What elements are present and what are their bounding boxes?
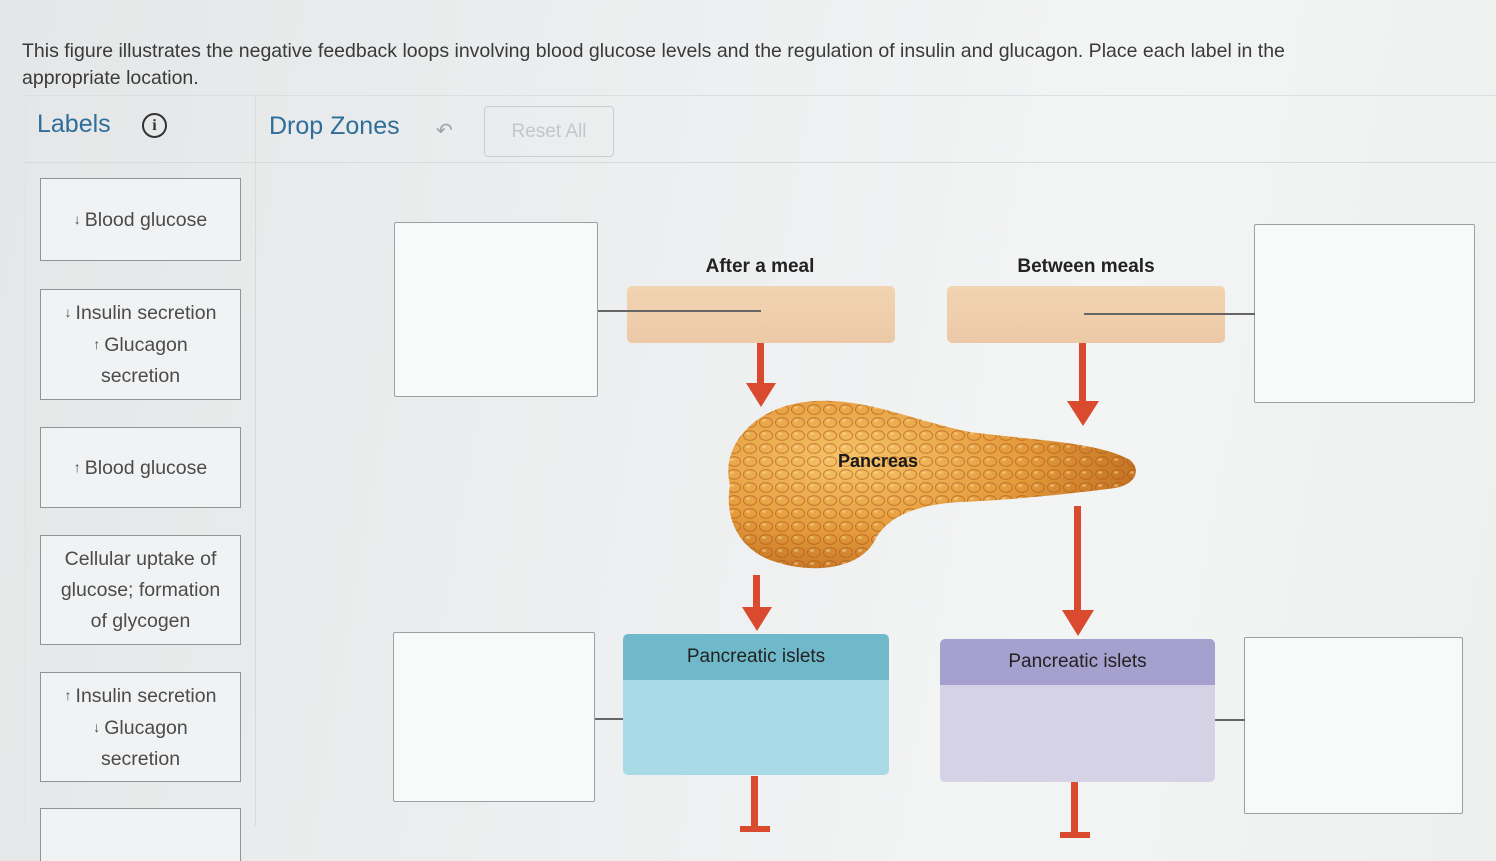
reset-all-button[interactable]: Reset All: [484, 106, 614, 157]
drop-zone-bottom-left[interactable]: [393, 632, 595, 802]
label-card-insulin-up-glucagon-down[interactable]: ↑Insulin secretion ↓Glucagon secretion: [40, 672, 241, 782]
label-card-blood-glucose-up[interactable]: ↑Blood glucose: [40, 427, 241, 508]
up-arrow-icon: ↑: [64, 686, 72, 703]
down-arrow-icon: ↓: [64, 304, 72, 320]
up-arrow-icon: ↑: [73, 458, 81, 475]
down-arrow-icon: ↓: [93, 718, 101, 735]
label-text: Glucagon: [104, 334, 188, 356]
label-text: secretion: [100, 365, 181, 387]
info-icon[interactable]: i: [142, 113, 167, 138]
drop-zone-top-left[interactable]: [394, 222, 598, 397]
islets-body: [623, 680, 889, 775]
blood-glucose-bar-left: [627, 286, 895, 343]
label-text: Insulin secretion: [75, 302, 217, 324]
label-card-cellular-uptake[interactable]: Cellular uptake of glucose; formation of…: [40, 535, 241, 645]
undo-icon[interactable]: ↶: [436, 120, 453, 142]
output-arrow-icon: [1060, 782, 1090, 838]
connector-line: [598, 310, 761, 312]
labels-column: [24, 96, 256, 826]
blood-glucose-bar-right: [947, 286, 1225, 343]
down-arrow-icon: ↓: [73, 210, 81, 227]
between-meals-heading: Between meals: [1017, 256, 1155, 277]
down-arrow-icon: [742, 575, 772, 631]
pancreas-label: Pancreas: [838, 451, 919, 471]
labels-heading: Labels: [37, 110, 111, 138]
label-text: Insulin secretion: [75, 684, 217, 707]
label-text: Cellular uptake of: [64, 547, 217, 570]
down-arrow-icon: [1067, 343, 1099, 426]
label-text: Glucagon: [104, 716, 188, 739]
label-card-insulin-down-glucagon-up[interactable]: ↓Insulin secretion ↑Glucagon secretion: [40, 289, 241, 400]
label-card-blood-glucose-down[interactable]: ↓Blood glucose: [40, 178, 241, 261]
after-meal-heading: After a meal: [705, 256, 815, 277]
output-arrow-icon: [740, 776, 770, 832]
down-arrow-icon: [1062, 506, 1094, 636]
label-text: secretion: [100, 747, 181, 770]
islets-label: Pancreatic islets: [623, 634, 889, 680]
label-text: of glycogen: [90, 609, 191, 632]
instructions-text: This figure illustrates the negative fee…: [22, 40, 1285, 89]
up-arrow-icon: ↑: [93, 336, 101, 352]
drop-zone-top-right[interactable]: [1254, 224, 1475, 403]
down-arrow-icon: [746, 343, 776, 407]
islets-body: [940, 685, 1215, 782]
pancreatic-islets-box-right: Pancreatic islets: [940, 639, 1215, 782]
connector-line: [1084, 313, 1255, 315]
activity-frame: [22, 95, 1496, 835]
islets-label: Pancreatic islets: [940, 639, 1215, 685]
label-text: glucose; formation: [60, 578, 221, 601]
pancreatic-islets-box-left: Pancreatic islets: [623, 634, 889, 775]
header-divider: [24, 162, 1496, 163]
pancreas-illustration: [728, 400, 1136, 569]
label-card-partial[interactable]: [40, 808, 241, 861]
label-text: Blood glucose: [84, 208, 208, 231]
drop-zone-bottom-right[interactable]: [1244, 637, 1463, 814]
label-text: Blood glucose: [84, 456, 208, 479]
drop-zones-heading: Drop Zones: [269, 112, 400, 140]
